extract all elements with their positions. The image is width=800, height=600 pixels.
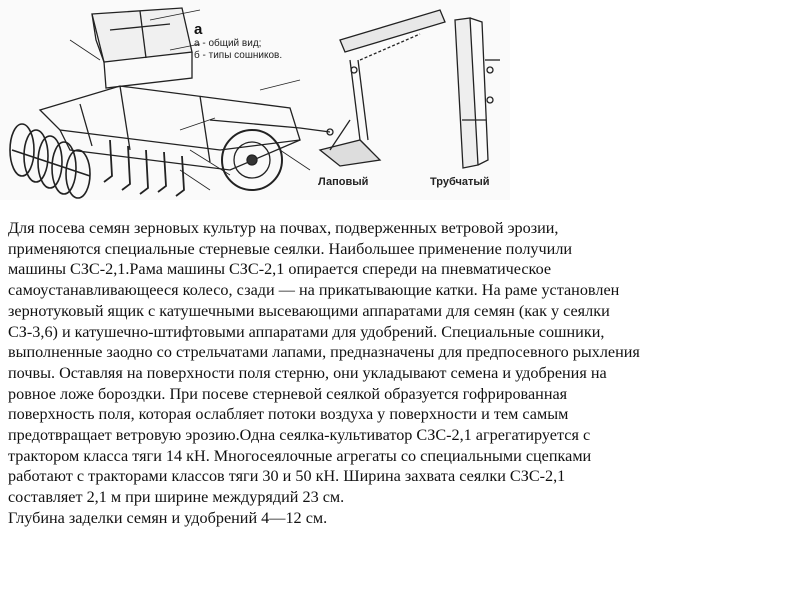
text-line: машины СЗС-2,1.Рама машины СЗС-2,1 опира… [8,260,552,279]
text-line: зернотуковый ящик с катушечными высевающ… [8,301,610,320]
paw-coulter-label: Лаповый [318,176,369,188]
figure-caption-letter: а [194,21,203,38]
text-line: Для посева семян зерновых культур на поч… [8,219,559,237]
figure-caption-line: а - общий вид; [194,38,262,49]
text-line: составляет 2,1 м при ширине междурядий 2… [8,488,345,507]
figure-caption-line: б - типы сошников. [194,50,283,61]
text-line: поверхность поля, которая ослабляет пото… [8,405,569,424]
text-line: ровное ложе бороздки. При посеве стернев… [8,384,568,403]
text-line: работают с тракторами классов тяги 30 и … [8,467,566,486]
text-line: применяются специальные стерневые сеялки… [8,239,573,258]
text-line: СЗ-3,6) и катушечно-штифтовыми аппаратам… [8,322,605,341]
seeder-drawing-icon [9,7,500,199]
text-line: предотвращает ветровую эрозию.Одна сеялк… [8,426,591,445]
text-line: почвы. Оставляя на поверхности поля стер… [8,363,607,382]
figure-panel: а а - общий вид; б - типы сошников. Лапо… [0,0,510,200]
text-line: трактором класса тяги 14 кН. Многосеялоч… [8,446,592,465]
tube-coulter-label: Трубчатый [430,176,490,188]
text-line: самоустанавливающееся колесо, сзади — на… [8,281,620,300]
text-line: выполненные заодно со стрельчатами лапам… [8,343,640,362]
description-text: Для посева семян зерновых культур на поч… [8,218,790,529]
text-line: Глубина заделки семян и удобрений 4—12 с… [8,508,328,527]
figure-caption: а а - общий вид; б - типы сошников. [194,22,282,62]
